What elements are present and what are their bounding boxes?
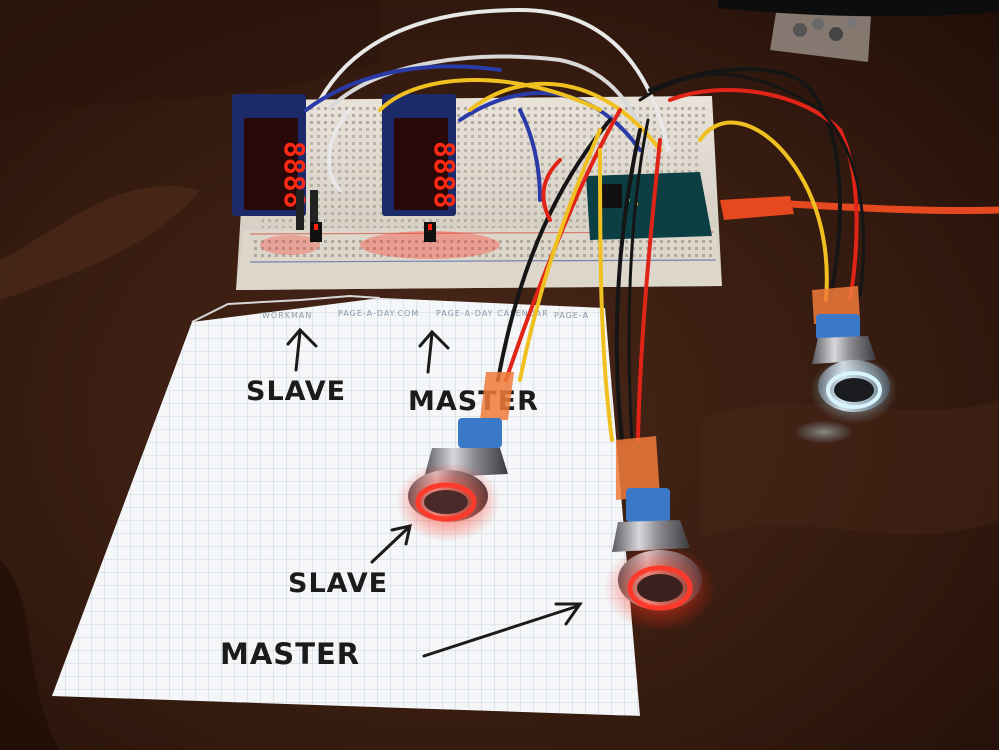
handwriting: SLAVE MASTER SLAVE MASTER: [220, 327, 583, 671]
label-slave-top: SLAVE: [246, 376, 346, 407]
tactile-buttons: [310, 222, 436, 242]
paper-brand-text: PAGE-A-DAY CALENDAR: [436, 309, 549, 318]
push-button-master: [604, 436, 716, 632]
arrow-up-icon: [286, 327, 318, 372]
label-slave-bottom: SLAVE: [288, 568, 388, 599]
paper-brand-text: PAGE-A-DAY.COM: [338, 309, 419, 318]
seven-segment-digits: 8888: [428, 141, 461, 208]
push-button-slave: [396, 372, 514, 542]
paper-brand-text: PAGE-A: [554, 311, 589, 320]
display-module-slave: 8888: [232, 94, 318, 230]
microcontroller-board: [586, 172, 712, 240]
seven-segment-digits: 8888: [278, 141, 311, 208]
display-module-master: 8888: [382, 94, 461, 216]
arrow-diagonal-icon: [422, 602, 583, 658]
push-button-white: [794, 286, 898, 444]
jumper-wires: [304, 7, 866, 442]
label-master-top: MASTER: [408, 386, 539, 417]
arrow-up-icon: [418, 329, 450, 374]
label-master-bottom: MASTER: [220, 637, 360, 671]
paper-brand-text: WORKMAN: [262, 311, 312, 320]
